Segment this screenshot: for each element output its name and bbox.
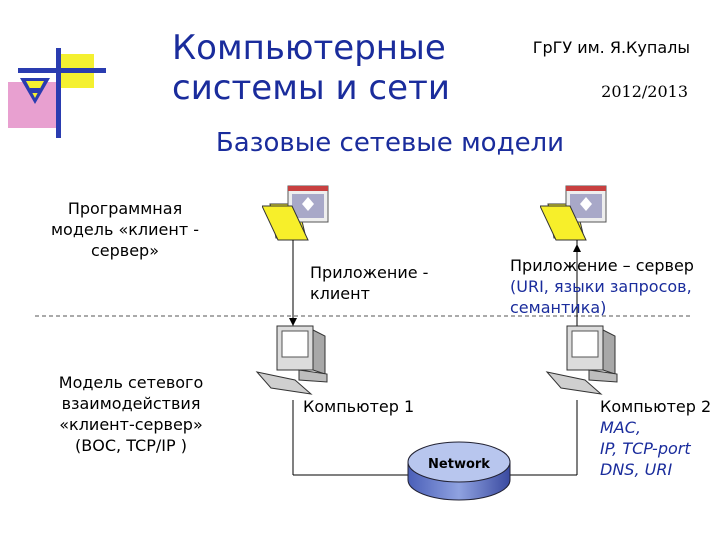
slide-subtitle: Базовые сетевые модели: [215, 128, 565, 158]
client-application-label: Приложение - клиент: [310, 263, 429, 303]
page-title: Компьютерные системы и сети: [172, 28, 450, 108]
university-logo: [8, 48, 106, 138]
academic-year: 2012/2013: [601, 82, 688, 101]
computer-1-label: Компьютер 1: [303, 397, 415, 416]
client-application-icon: [262, 185, 329, 241]
network-label: Network: [428, 457, 490, 472]
computer-2-label: Компьютер 2 MAC, IP, TCP-port DNS, URI: [600, 397, 712, 479]
network-cloud-icon: [407, 441, 511, 501]
server-application-label: Приложение – сервер (URI, языки запросов…: [510, 256, 694, 317]
computer-1-icon: [255, 325, 328, 395]
network-model-label: Модель сетевого взаимодействия «клиент-с…: [58, 373, 204, 455]
university-name: ГрГУ им. Я.Купалы: [532, 38, 690, 57]
computer-2-icon: [545, 325, 618, 395]
software-model-label: Программная модель «клиент - сервер»: [50, 199, 200, 260]
server-application-icon: [540, 185, 607, 241]
